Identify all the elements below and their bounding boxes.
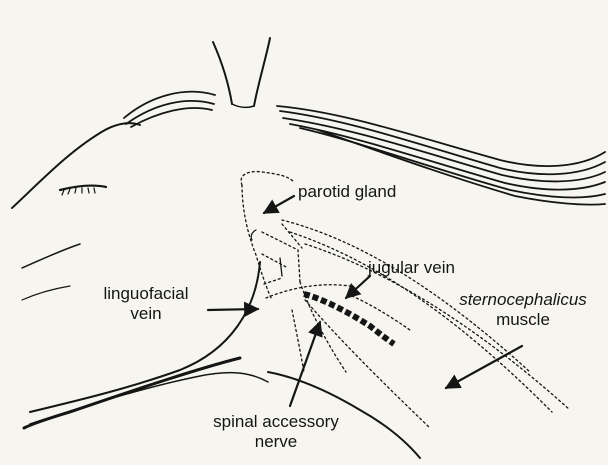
arrow-spinal-accessory [290,322,320,406]
arrow-parotid [264,196,294,213]
ear-left [213,42,232,104]
parotid-gland-outline [241,172,302,300]
label-linguofacial-line1: linguofacial [96,284,196,304]
arrow-jugular [346,276,370,298]
label-parotid-gland: parotid gland [298,182,396,202]
label-jugular-vein: jugular vein [368,258,455,278]
eye-lid [60,186,106,190]
label-spinal-accessory-line1: spinal accessory [192,412,360,432]
face-outline [12,123,140,208]
ear-right [254,38,270,106]
label-linguofacial-vein: linguofacial vein [96,284,196,324]
label-spinal-accessory-nerve: spinal accessory nerve [192,412,360,452]
arrow-sternocephalicus [446,346,522,388]
arrow-linguofacial [208,309,258,310]
label-sternocephalicus-muscle: sternocephalicus muscle [448,290,598,330]
label-sternocephalicus-line1: sternocephalicus [448,290,598,310]
label-sternocephalicus-line2: muscle [448,310,598,330]
label-spinal-accessory-line2: nerve [192,432,360,452]
jugular-vein-thick [304,294,394,344]
label-linguofacial-line2: vein [96,304,196,324]
spinal-accessory-nerve-line [292,310,304,372]
